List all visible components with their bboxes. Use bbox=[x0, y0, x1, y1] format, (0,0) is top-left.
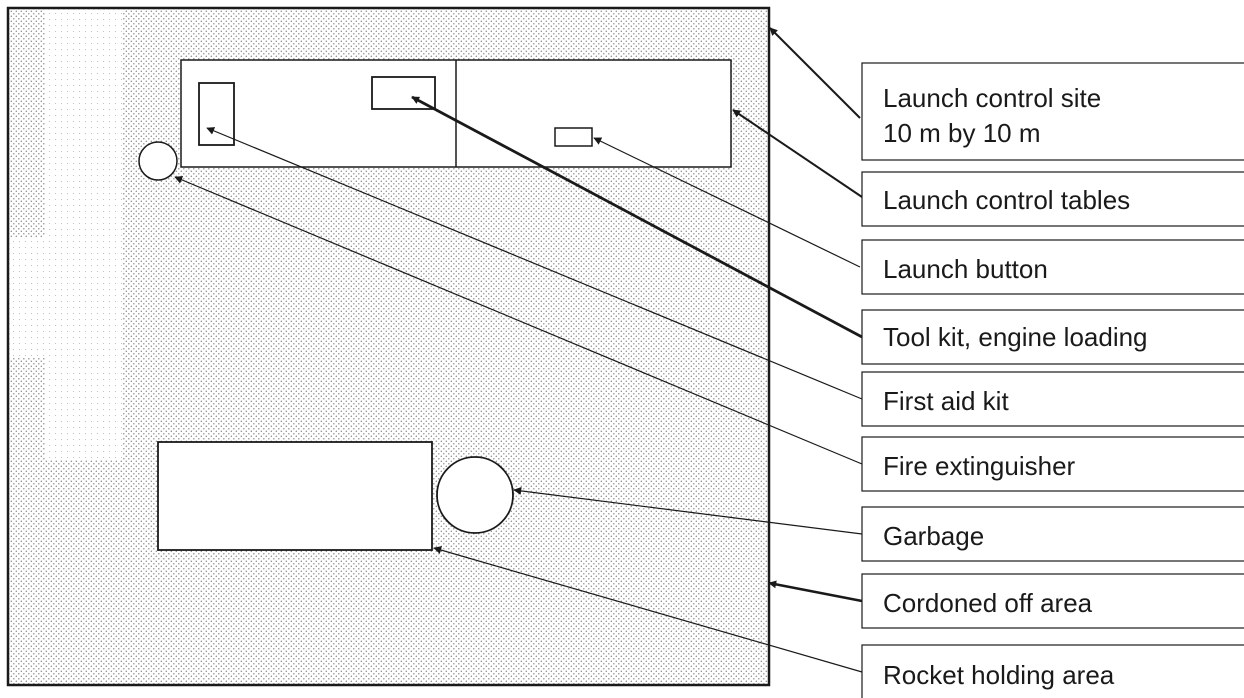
callout-launch-control-tables: Launch control tables bbox=[861, 171, 1244, 227]
callout-label-first-aid-kit: First aid kit bbox=[883, 386, 1009, 416]
arrow-launch-control-site bbox=[769, 27, 861, 119]
callout-tool-kit: Tool kit, engine loading bbox=[861, 309, 1244, 365]
callout-label-launch-control-site-line2: 10 m by 10 m bbox=[883, 118, 1041, 148]
rocket-holding-area-shape bbox=[157, 441, 433, 551]
callout-rocket-holding-area: Rocket holding area bbox=[861, 644, 1244, 698]
arrow-cordoned-off-area bbox=[768, 580, 863, 603]
arrow-garbage bbox=[513, 486, 863, 535]
callout-label-launch-control-tables: Launch control tables bbox=[883, 185, 1130, 215]
launch-control-tables bbox=[180, 59, 732, 168]
arrow-fire-extinguisher bbox=[174, 176, 863, 465]
callout-first-aid-kit: First aid kit bbox=[861, 371, 1244, 427]
callout-label-garbage: Garbage bbox=[883, 521, 984, 551]
light-region-top bbox=[45, 10, 123, 460]
launch-button-shape bbox=[554, 127, 593, 147]
arrows bbox=[174, 27, 863, 673]
arrow-launch-button bbox=[593, 137, 861, 268]
callout-label-rocket-holding-area: Rocket holding area bbox=[883, 660, 1115, 690]
callout-label-tool-kit: Tool kit, engine loading bbox=[883, 322, 1148, 352]
arrow-tool-kit bbox=[411, 95, 863, 339]
garbage-shape bbox=[436, 456, 514, 534]
arrow-launch-control-tables bbox=[732, 109, 863, 198]
callout-launch-button: Launch button bbox=[861, 239, 1244, 295]
callout-cordoned-off-area: Cordoned off area bbox=[861, 573, 1244, 629]
fire-extinguisher-shape bbox=[138, 141, 178, 181]
light-region-left bbox=[10, 238, 92, 358]
arrow-first-aid-kit bbox=[206, 127, 863, 400]
callout-label-launch-button: Launch button bbox=[883, 254, 1048, 284]
arrow-rocket-holding-area bbox=[433, 546, 863, 673]
callout-label-cordoned-off-area: Cordoned off area bbox=[883, 588, 1093, 618]
callout-fire-extinguisher: Fire extinguisher bbox=[861, 436, 1244, 492]
callout-label-launch-control-site-line1: Launch control site bbox=[883, 83, 1101, 113]
first-aid-kit-shape bbox=[198, 82, 235, 146]
callout-launch-control-site: Launch control site 10 m by 10 m bbox=[861, 62, 1244, 161]
callout-label-fire-extinguisher: Fire extinguisher bbox=[883, 451, 1076, 481]
callout-garbage: Garbage bbox=[861, 506, 1244, 562]
